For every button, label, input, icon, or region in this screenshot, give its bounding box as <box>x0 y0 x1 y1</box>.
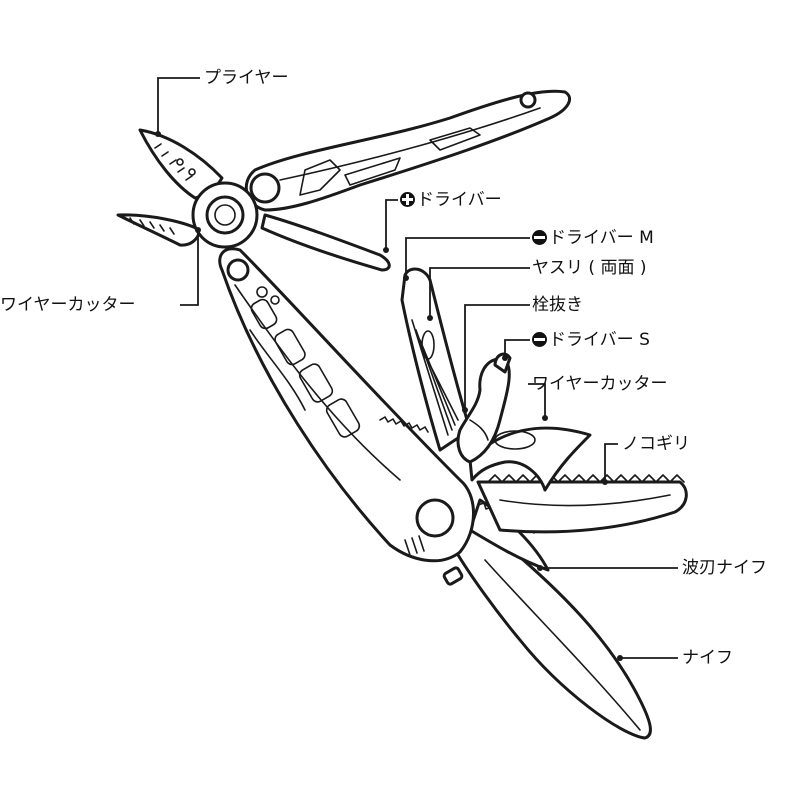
label-bottle-opener: 栓抜き <box>532 295 583 315</box>
label-knife: ナイフ <box>682 648 733 668</box>
label-driver-phillips: ドライバー <box>400 190 502 210</box>
wire-cutter-hook <box>468 426 592 492</box>
upper-handle <box>244 89 571 212</box>
leader-file-dot <box>427 315 433 321</box>
leader-bottle-opener <box>464 304 530 410</box>
saw-blade <box>476 474 688 534</box>
leader-wire-cutter-left <box>180 230 199 306</box>
label-driver-phillips-text: ドライバー <box>417 190 502 210</box>
pliers-head <box>116 128 259 249</box>
leader-driver-m <box>405 237 530 278</box>
phillips-driver-arm <box>260 213 391 272</box>
leader-wire-cutter-right <box>528 383 546 418</box>
label-saw: ノコギリ <box>622 434 690 454</box>
leader-pliers <box>157 77 200 134</box>
label-wire-cutter-right: ワイヤーカッター <box>532 374 668 394</box>
phillips-screwdriver-icon <box>400 192 415 207</box>
leader-driver-m-dot <box>403 275 409 281</box>
leader-pliers-dot <box>155 131 161 137</box>
label-driver-m-text: ドライバー M <box>549 228 654 248</box>
leader-bottle-opener-dot <box>462 407 468 413</box>
leader-saw-dot <box>602 479 608 485</box>
leader-knife-dot <box>617 655 623 661</box>
leader-driver-phillips-dot <box>383 247 389 253</box>
lower-handle <box>218 247 475 586</box>
label-serrated-knife: 波刃ナイフ <box>682 558 767 578</box>
label-wire-cutter-left: ワイヤーカッター <box>0 295 136 315</box>
file-tool <box>400 267 472 452</box>
label-file: ヤスリ ( 両面 ) <box>532 258 647 278</box>
leader-wire-cutter-left-dot <box>195 227 201 233</box>
leader-serrated-knife-dot <box>537 565 543 571</box>
flathead-screwdriver-icon <box>532 332 547 347</box>
flathead-screwdriver-icon <box>532 230 547 245</box>
leader-driver-s-dot <box>502 355 508 361</box>
leader-saw <box>604 443 618 482</box>
knife-blade <box>453 518 652 740</box>
leader-file <box>429 267 530 318</box>
leader-driver-s <box>504 339 530 358</box>
leader-driver-phillips <box>385 199 398 250</box>
label-pliers: プライヤー <box>204 68 289 88</box>
leader-wire-cutter-right-dot <box>542 415 548 421</box>
leader-lines <box>155 77 678 661</box>
label-driver-s-text: ドライバー S <box>549 330 650 350</box>
label-driver-s: ドライバー S <box>532 330 650 350</box>
label-driver-m: ドライバー M <box>532 228 654 248</box>
bottle-opener-tool <box>456 352 512 464</box>
